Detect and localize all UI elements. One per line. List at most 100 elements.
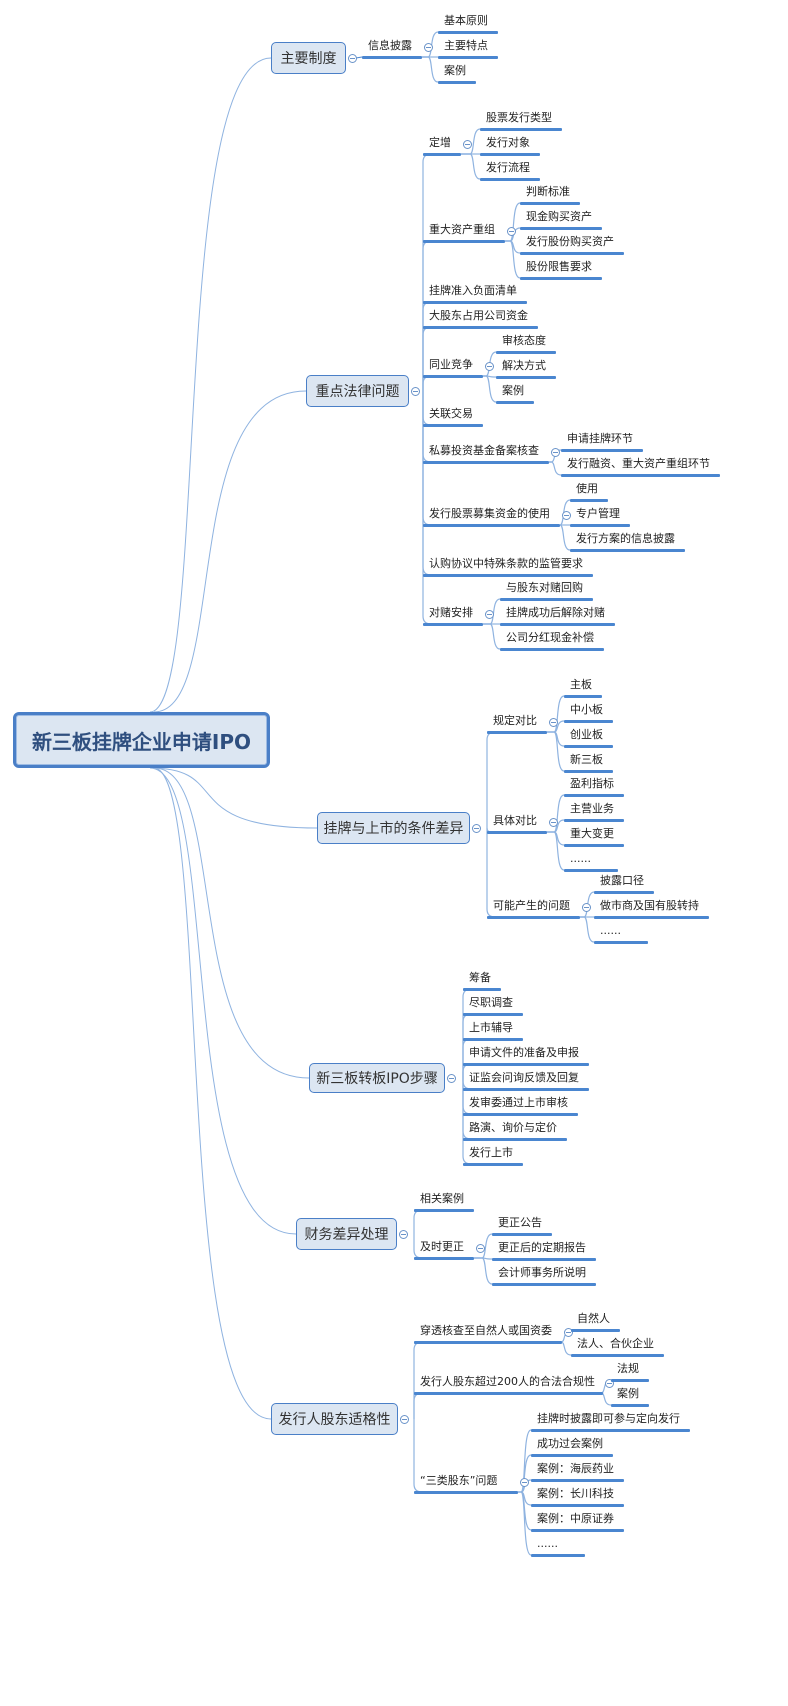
detail-topic[interactable]: 发行股份购买资产	[526, 235, 614, 248]
main-topic-5[interactable]: 财务差异处理	[296, 1218, 397, 1250]
detail-topic[interactable]: ......	[570, 852, 591, 865]
detail-topic[interactable]: ......	[537, 1537, 558, 1550]
detail-topic[interactable]: 股票发行类型	[486, 111, 552, 124]
detail-topic-underline	[500, 598, 593, 601]
subtopic-2-5-collapse-toggle[interactable]	[484, 361, 494, 371]
subtopic-3-1-collapse-toggle[interactable]	[548, 717, 558, 727]
detail-topic[interactable]: 挂牌成功后解除对赌	[506, 606, 605, 619]
detail-topic[interactable]: 判断标准	[526, 185, 570, 198]
subtopic[interactable]: 信息披露	[368, 39, 412, 52]
subtopic[interactable]: 挂牌准入负面清单	[429, 284, 517, 297]
subtopic[interactable]: 路演、询价与定价	[469, 1121, 557, 1134]
main-topic-2-collapse-toggle[interactable]	[410, 386, 420, 396]
detail-topic[interactable]: 自然人	[577, 1312, 610, 1325]
subtopic[interactable]: 及时更正	[420, 1240, 464, 1253]
subtopic-3-2-collapse-toggle[interactable]	[548, 817, 558, 827]
subtopic-2-1-collapse-toggle[interactable]	[462, 139, 472, 149]
detail-topic[interactable]: 更正公告	[498, 1216, 542, 1229]
subtopic[interactable]: 具体对比	[493, 814, 537, 827]
main-topic-1-collapse-toggle[interactable]	[347, 53, 357, 63]
main-topic-5-collapse-toggle[interactable]	[398, 1229, 408, 1239]
detail-topic[interactable]: 案例	[444, 64, 466, 77]
detail-topic[interactable]: 与股东对赌回购	[506, 581, 583, 594]
detail-topic[interactable]: 主板	[570, 678, 592, 691]
detail-topic[interactable]: 案例：海辰药业	[537, 1462, 614, 1475]
subtopic[interactable]: 发审委通过上市审核	[469, 1096, 568, 1109]
subtopic-2-7-collapse-toggle[interactable]	[550, 447, 560, 457]
detail-topic[interactable]: 成功过会案例	[537, 1437, 603, 1450]
main-topic-6-collapse-toggle[interactable]	[399, 1414, 409, 1424]
subtopic[interactable]: 对赌安排	[429, 606, 473, 619]
detail-topic[interactable]: 新三板	[570, 753, 603, 766]
subtopic[interactable]: 认购协议中特殊条款的监管要求	[429, 557, 583, 570]
detail-topic[interactable]: 更正后的定期报告	[498, 1241, 586, 1254]
subtopic[interactable]: 尽职调查	[469, 996, 513, 1009]
subtopic[interactable]: 私募投资基金备案核查	[429, 444, 539, 457]
subtopic[interactable]: 申请文件的准备及申报	[469, 1046, 579, 1059]
detail-topic[interactable]: 基本原则	[444, 14, 488, 27]
detail-topic[interactable]: 发行流程	[486, 161, 530, 174]
detail-topic[interactable]: 重大变更	[570, 827, 614, 840]
detail-topic[interactable]: 盈利指标	[570, 777, 614, 790]
detail-topic[interactable]: 解决方式	[502, 359, 546, 372]
detail-topic[interactable]: 公司分红现金补偿	[506, 631, 594, 644]
detail-topic[interactable]: 案例：中原证券	[537, 1512, 614, 1525]
detail-topic[interactable]: 股份限售要求	[526, 260, 592, 273]
root-topic[interactable]: 新三板挂牌企业申请IPO	[13, 712, 270, 768]
main-topic-4[interactable]: 新三板转板IPO步骤	[309, 1063, 445, 1093]
main-topic-3-collapse-toggle[interactable]	[471, 823, 481, 833]
subtopic[interactable]: 规定对比	[493, 714, 537, 727]
detail-topic[interactable]: 主营业务	[570, 802, 614, 815]
detail-topic[interactable]: 中小板	[570, 703, 603, 716]
detail-topic[interactable]: 案例	[502, 384, 524, 397]
main-topic-2[interactable]: 重点法律问题	[306, 375, 409, 407]
subtopic[interactable]: 发行上市	[469, 1146, 513, 1159]
detail-topic[interactable]: 创业板	[570, 728, 603, 741]
detail-topic[interactable]: 披露口径	[600, 874, 644, 887]
detail-topic[interactable]: 法人、合伙企业	[577, 1337, 654, 1350]
subtopic[interactable]: 证监会问询反馈及回复	[469, 1071, 579, 1084]
subtopic[interactable]: 发行股票募集资金的使用	[429, 507, 550, 520]
subtopic-6-1-collapse-toggle[interactable]	[563, 1327, 573, 1337]
subtopic[interactable]: 关联交易	[429, 407, 473, 420]
subtopic-2-2-collapse-toggle[interactable]	[506, 226, 516, 236]
detail-topic[interactable]: 做市商及国有股转持	[600, 899, 699, 912]
detail-topic[interactable]: ......	[600, 924, 621, 937]
subtopic-6-3-collapse-toggle[interactable]	[519, 1477, 529, 1487]
detail-topic[interactable]: 会计师事务所说明	[498, 1266, 586, 1279]
detail-topic[interactable]: 申请挂牌环节	[567, 432, 633, 445]
subtopic-6-2-collapse-toggle[interactable]	[604, 1378, 614, 1388]
detail-topic[interactable]: 专户管理	[576, 507, 620, 520]
subtopic[interactable]: 重大资产重组	[429, 223, 495, 236]
main-topic-6[interactable]: 发行人股东适格性	[271, 1403, 398, 1435]
subtopic[interactable]: 大股东占用公司资金	[429, 309, 528, 322]
subtopic[interactable]: 相关案例	[420, 1192, 464, 1205]
main-topic-4-collapse-toggle[interactable]	[446, 1073, 456, 1083]
subtopic-1-1-collapse-toggle[interactable]	[423, 42, 433, 52]
main-topic-3[interactable]: 挂牌与上市的条件差异	[317, 812, 470, 844]
detail-topic[interactable]: 案例	[617, 1387, 639, 1400]
subtopic[interactable]: 可能产生的问题	[493, 899, 570, 912]
subtopic[interactable]: 穿透核查至自然人或国资委	[420, 1324, 552, 1337]
detail-topic[interactable]: 发行方案的信息披露	[576, 532, 675, 545]
subtopic-3-3-collapse-toggle[interactable]	[581, 902, 591, 912]
subtopic[interactable]: 同业竞争	[429, 358, 473, 371]
detail-topic[interactable]: 法规	[617, 1362, 639, 1375]
detail-topic[interactable]: 发行对象	[486, 136, 530, 149]
detail-topic[interactable]: 案例：长川科技	[537, 1487, 614, 1500]
subtopic[interactable]: “三类股东”问题	[420, 1474, 498, 1487]
subtopic-2-8-collapse-toggle[interactable]	[561, 510, 571, 520]
subtopic[interactable]: 定增	[429, 136, 451, 149]
detail-topic[interactable]: 审核态度	[502, 334, 546, 347]
subtopic[interactable]: 上市辅导	[469, 1021, 513, 1034]
detail-topic[interactable]: 主要特点	[444, 39, 488, 52]
subtopic[interactable]: 筹备	[469, 971, 491, 984]
subtopic[interactable]: 发行人股东超过200人的合法合规性	[420, 1375, 595, 1388]
detail-topic[interactable]: 现金购买资产	[526, 210, 592, 223]
main-topic-1[interactable]: 主要制度	[271, 42, 346, 74]
detail-topic[interactable]: 发行融资、重大资产重组环节	[567, 457, 710, 470]
detail-topic[interactable]: 挂牌时披露即可参与定向发行	[537, 1412, 680, 1425]
detail-topic[interactable]: 使用	[576, 482, 598, 495]
subtopic-2-10-collapse-toggle[interactable]	[484, 609, 494, 619]
subtopic-5-2-collapse-toggle[interactable]	[475, 1243, 485, 1253]
